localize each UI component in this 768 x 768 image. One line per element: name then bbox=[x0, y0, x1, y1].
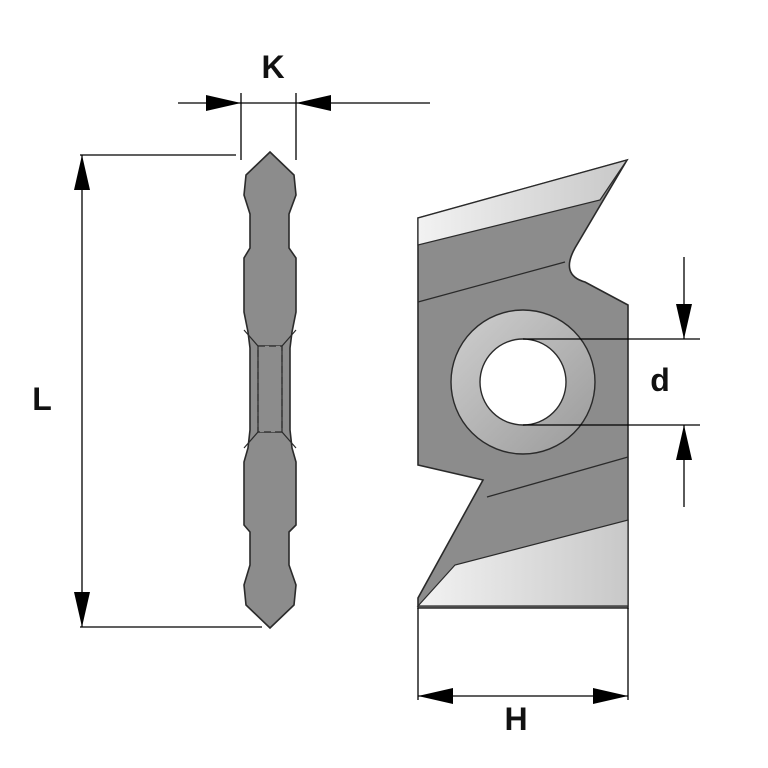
L-arrow-bottom bbox=[74, 592, 90, 627]
dimension-K bbox=[178, 93, 430, 160]
dimension-d bbox=[523, 257, 700, 507]
upper-cutting-edge bbox=[417, 158, 629, 246]
label-d: d bbox=[650, 362, 670, 398]
label-L: L bbox=[32, 381, 52, 417]
side-hidden-hole bbox=[257, 345, 283, 433]
label-K: K bbox=[261, 49, 284, 85]
side-view bbox=[243, 150, 297, 630]
d-arrow-top bbox=[676, 304, 692, 339]
d-arrow-bottom bbox=[676, 425, 692, 460]
H-arrow-right bbox=[593, 688, 628, 704]
front-view bbox=[416, 158, 629, 609]
upper-bevel-line bbox=[417, 261, 566, 303]
H-arrow-left bbox=[418, 688, 453, 704]
lower-cutting-edge bbox=[416, 519, 629, 607]
mounting-hole bbox=[479, 338, 567, 426]
dimension-L bbox=[74, 154, 262, 628]
K-arrow-right bbox=[296, 95, 331, 111]
dimension-H bbox=[417, 608, 629, 704]
K-arrow-left bbox=[206, 95, 241, 111]
label-H: H bbox=[504, 701, 527, 737]
lower-bevel-line bbox=[486, 456, 629, 498]
L-arrow-top bbox=[74, 155, 90, 190]
